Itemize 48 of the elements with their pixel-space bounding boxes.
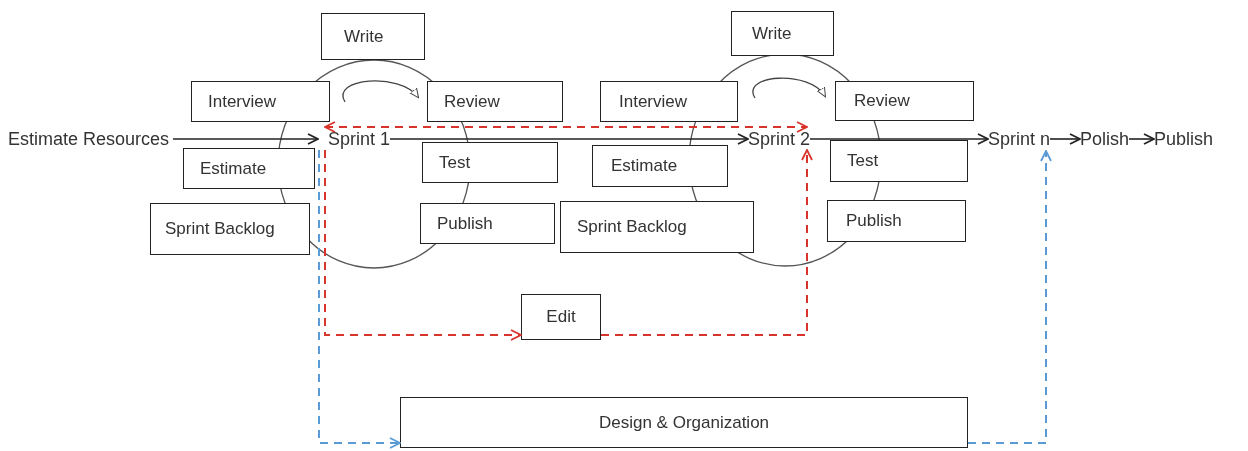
- process-box: [521, 294, 601, 340]
- step-label: Publish: [1154, 128, 1214, 150]
- arrow: [172, 133, 319, 145]
- process-box: [830, 140, 968, 182]
- box-label: Write: [344, 25, 384, 48]
- box-label: Write: [752, 22, 792, 45]
- process-box: [422, 142, 558, 183]
- box-label: Sprint Backlog: [577, 216, 687, 238]
- arrow: [967, 150, 1052, 444]
- process-box: [827, 200, 966, 242]
- box-label: Publish: [846, 210, 902, 232]
- arrow: [318, 149, 401, 449]
- arrow: [324, 149, 522, 341]
- box-label: Design & Organization: [598, 411, 770, 434]
- process-box: [420, 203, 555, 244]
- box-label: Review: [444, 90, 500, 113]
- process-box: [600, 81, 738, 122]
- box-label: Interview: [619, 90, 688, 113]
- process-box: [731, 11, 834, 56]
- box-label: Estimate: [200, 157, 267, 180]
- process-box: [592, 145, 728, 187]
- process-box: [183, 148, 315, 189]
- box-label: Publish: [437, 212, 493, 235]
- box-label: Review: [854, 90, 910, 112]
- process-box: [150, 203, 310, 255]
- arrow: [1128, 133, 1155, 145]
- process-box: [427, 81, 563, 122]
- process-box: [560, 201, 754, 253]
- arrow: [600, 149, 813, 336]
- process-box: [400, 397, 968, 448]
- step-label: Sprint n: [988, 128, 1051, 150]
- step-label: Sprint 2: [748, 128, 811, 150]
- step-label: Polish: [1080, 128, 1130, 150]
- arrow: [809, 133, 989, 145]
- step-label: Estimate Resources: [8, 128, 170, 150]
- arrow: [389, 133, 749, 145]
- box-label: Test: [439, 151, 471, 174]
- box-label: Edit: [546, 306, 576, 328]
- box-label: Interview: [208, 90, 277, 113]
- arrow: [1049, 133, 1081, 145]
- box-label: Sprint Backlog: [165, 218, 275, 240]
- process-box: [835, 81, 974, 121]
- step-label: Sprint 1: [328, 128, 391, 150]
- process-box: [191, 81, 330, 122]
- box-label: Test: [847, 150, 879, 172]
- process-box: [321, 13, 425, 60]
- arrow: [324, 121, 808, 133]
- box-label: Estimate: [611, 155, 678, 177]
